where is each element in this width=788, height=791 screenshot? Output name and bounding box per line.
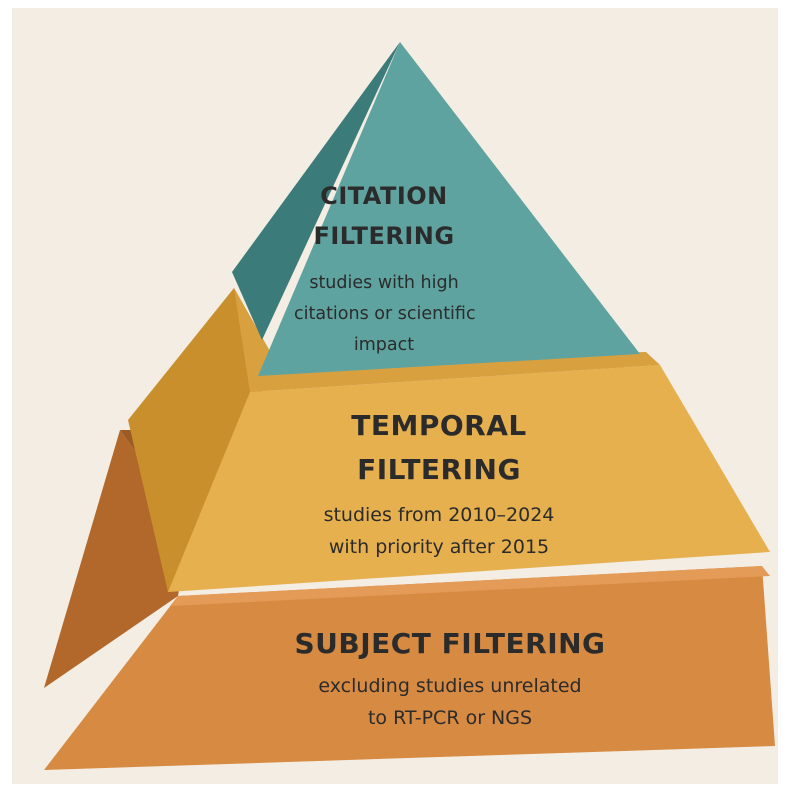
tier-description-line: impact	[353, 335, 415, 355]
middle-tier-front-face	[168, 365, 770, 592]
tier-title-line: FILTERING	[357, 453, 521, 486]
top-tier-front-face	[258, 42, 640, 376]
tier-title-line: CITATION	[320, 182, 448, 210]
temporal-filtering-description: studies from 2010–2024 with priority aft…	[314, 499, 564, 563]
bottom-tier-front-top-edge	[170, 566, 770, 606]
bottom-tier-front-face	[44, 566, 775, 770]
tier-description-line: citations or scientific	[294, 304, 476, 324]
middle-tier-left-face	[128, 288, 276, 592]
citation-filtering-title: CITATION FILTERING	[294, 176, 474, 256]
tier-title-line: FILTERING	[313, 222, 455, 250]
tier-description-line: studies from 2010–2024	[323, 504, 555, 526]
subject-filtering-description: excluding studies unrelated to RT-PCR or…	[290, 670, 610, 734]
tier-description-line: studies with high	[309, 273, 459, 293]
temporal-filtering-title: TEMPORAL FILTERING	[334, 404, 544, 492]
tier-description-line: with priority after 2015	[328, 536, 550, 558]
tier-title-line: TEMPORAL	[351, 409, 527, 442]
tier-title-line: SUBJECT FILTERING	[294, 627, 606, 660]
citation-filtering-description: studies with high citations or scientifi…	[294, 268, 476, 361]
top-tier-left-face	[232, 42, 400, 340]
subject-filtering-title: SUBJECT FILTERING	[260, 622, 640, 666]
tier-description-line: to RT-PCR or NGS	[367, 707, 533, 729]
tier-description-line: excluding studies unrelated	[318, 675, 582, 697]
